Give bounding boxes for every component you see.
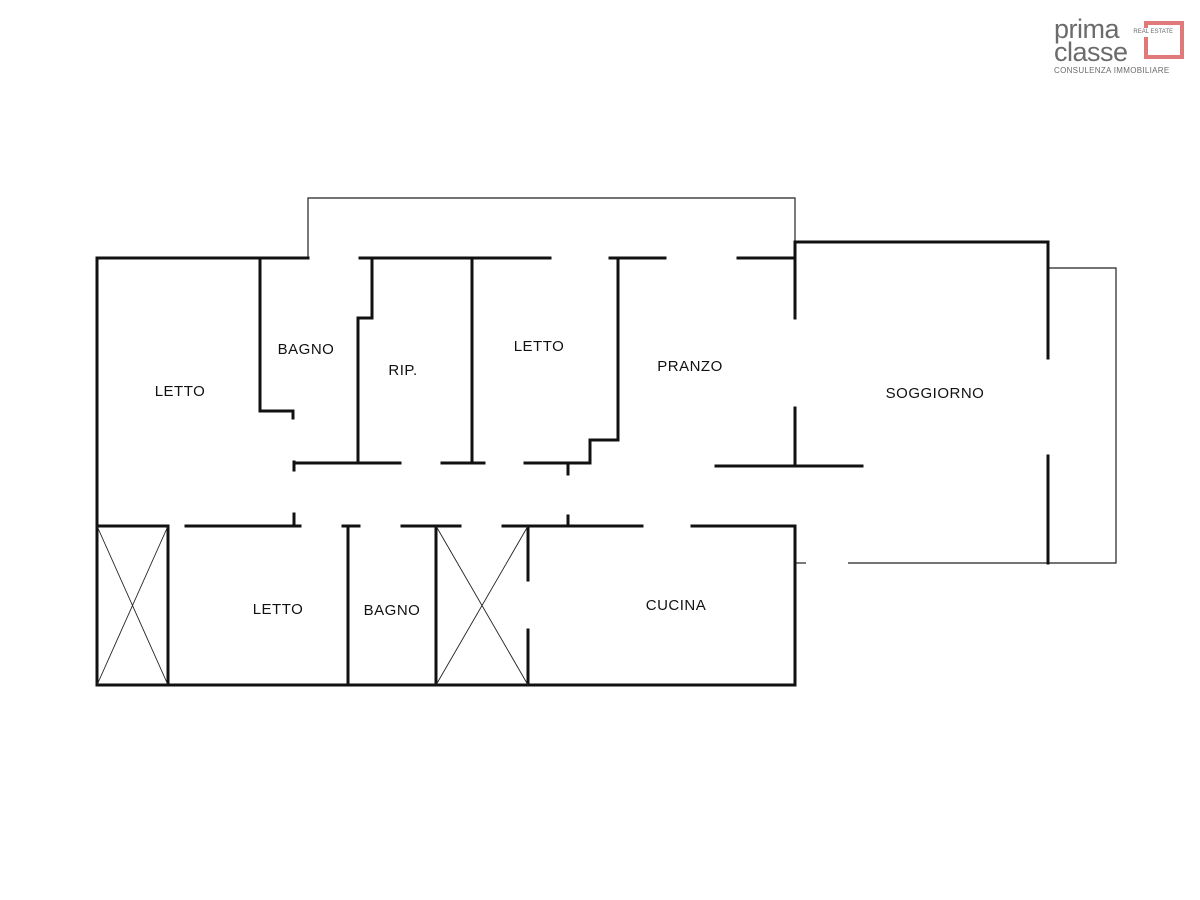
- interior-walls: [95, 240, 864, 687]
- room-label-letto-south: LETTO: [253, 601, 304, 618]
- room-labels: LETTO BAGNO RIP. LETTO PRANZO SOGGIORNO …: [155, 338, 985, 619]
- east-terrace-outline: [1048, 267, 1117, 564]
- room-label-soggiorno: SOGGIORNO: [886, 385, 985, 402]
- room-label-pranzo: PRANZO: [657, 358, 723, 375]
- north-bump-outline: [307, 197, 796, 258]
- service-shafts: [96, 525, 529, 686]
- company-logo: prima classe REAL ESTATE CONSULENZA IMMO…: [1054, 16, 1184, 82]
- logo-brand-line1: prima: [1054, 14, 1120, 44]
- room-label-letto-west: LETTO: [155, 383, 206, 400]
- rip-west-wall: [356, 256, 374, 465]
- logo-badge-text: REAL ESTATE: [1132, 28, 1174, 37]
- logo-tagline: CONSULENZA IMMOBILIARE: [1054, 66, 1170, 75]
- room-label-bagno-south: BAGNO: [364, 602, 421, 619]
- bagno-west-wall: [258, 256, 295, 420]
- room-label-letto-center: LETTO: [514, 338, 565, 355]
- room-label-bagno-north: BAGNO: [278, 341, 335, 358]
- thin-outline-walls: [307, 197, 1117, 564]
- logo-frame-icon: [1144, 21, 1184, 59]
- room-label-ripostiglio: RIP.: [388, 362, 417, 379]
- logo-brand-line2: classe: [1054, 37, 1128, 67]
- room-label-cucina: CUCINA: [646, 597, 707, 614]
- letto-east-wall: [588, 256, 620, 465]
- shaft-west-cross: [96, 525, 169, 686]
- shaft-center-cross: [435, 525, 529, 686]
